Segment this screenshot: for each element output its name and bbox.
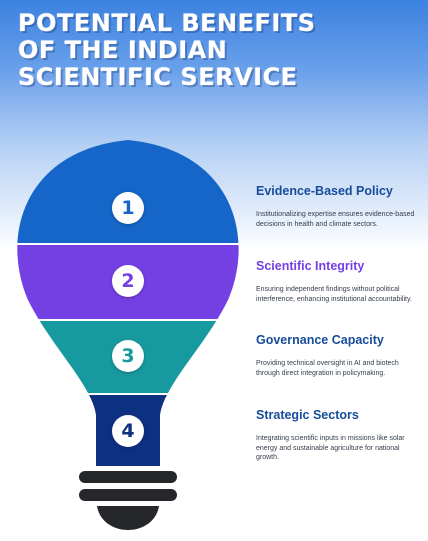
benefit-heading: Governance Capacity (256, 333, 384, 347)
benefit-description: Ensuring independent findings without po… (256, 286, 412, 303)
page-title: POTENTIAL BENEFITS OF THE INDIAN SCIENTI… (18, 10, 418, 91)
title-line-1: POTENTIAL BENEFITS (18, 9, 316, 37)
bulb-base-ring-1 (79, 471, 177, 483)
benefit-heading: Strategic Sectors (256, 408, 359, 422)
number-badge-2: 2 (112, 265, 144, 297)
benefit-heading: Scientific Integrity (256, 259, 365, 273)
benefit-heading: Evidence-Based Policy (256, 184, 393, 198)
benefit-evidence-based-policy: Evidence-Based Policy Institutionalizing… (256, 184, 424, 229)
benefit-scientific-integrity: Scientific Integrity Ensuring independen… (256, 259, 424, 304)
benefit-description: Providing technical oversight in AI and … (256, 360, 399, 377)
bulb-base-tip (97, 506, 159, 530)
benefit-strategic-sectors: Strategic Sectors Integrating scientific… (256, 408, 424, 463)
benefit-description: Institutionalizing expertise ensures evi… (256, 211, 415, 228)
bulb-base (79, 471, 177, 530)
number-badge-1: 1 (112, 192, 144, 224)
title-line-3: SCIENTIFIC SERVICE (18, 63, 298, 91)
title-line-2: OF THE INDIAN (18, 36, 228, 64)
number-badge-4: 4 (112, 415, 144, 447)
benefit-description: Integrating scientific inputs in mission… (256, 435, 405, 461)
benefit-governance-capacity: Governance Capacity Providing technical … (256, 333, 424, 378)
number-badge-3: 3 (112, 340, 144, 372)
bulb-segment-1 (17, 140, 239, 244)
bulb-base-ring-2 (79, 489, 177, 501)
